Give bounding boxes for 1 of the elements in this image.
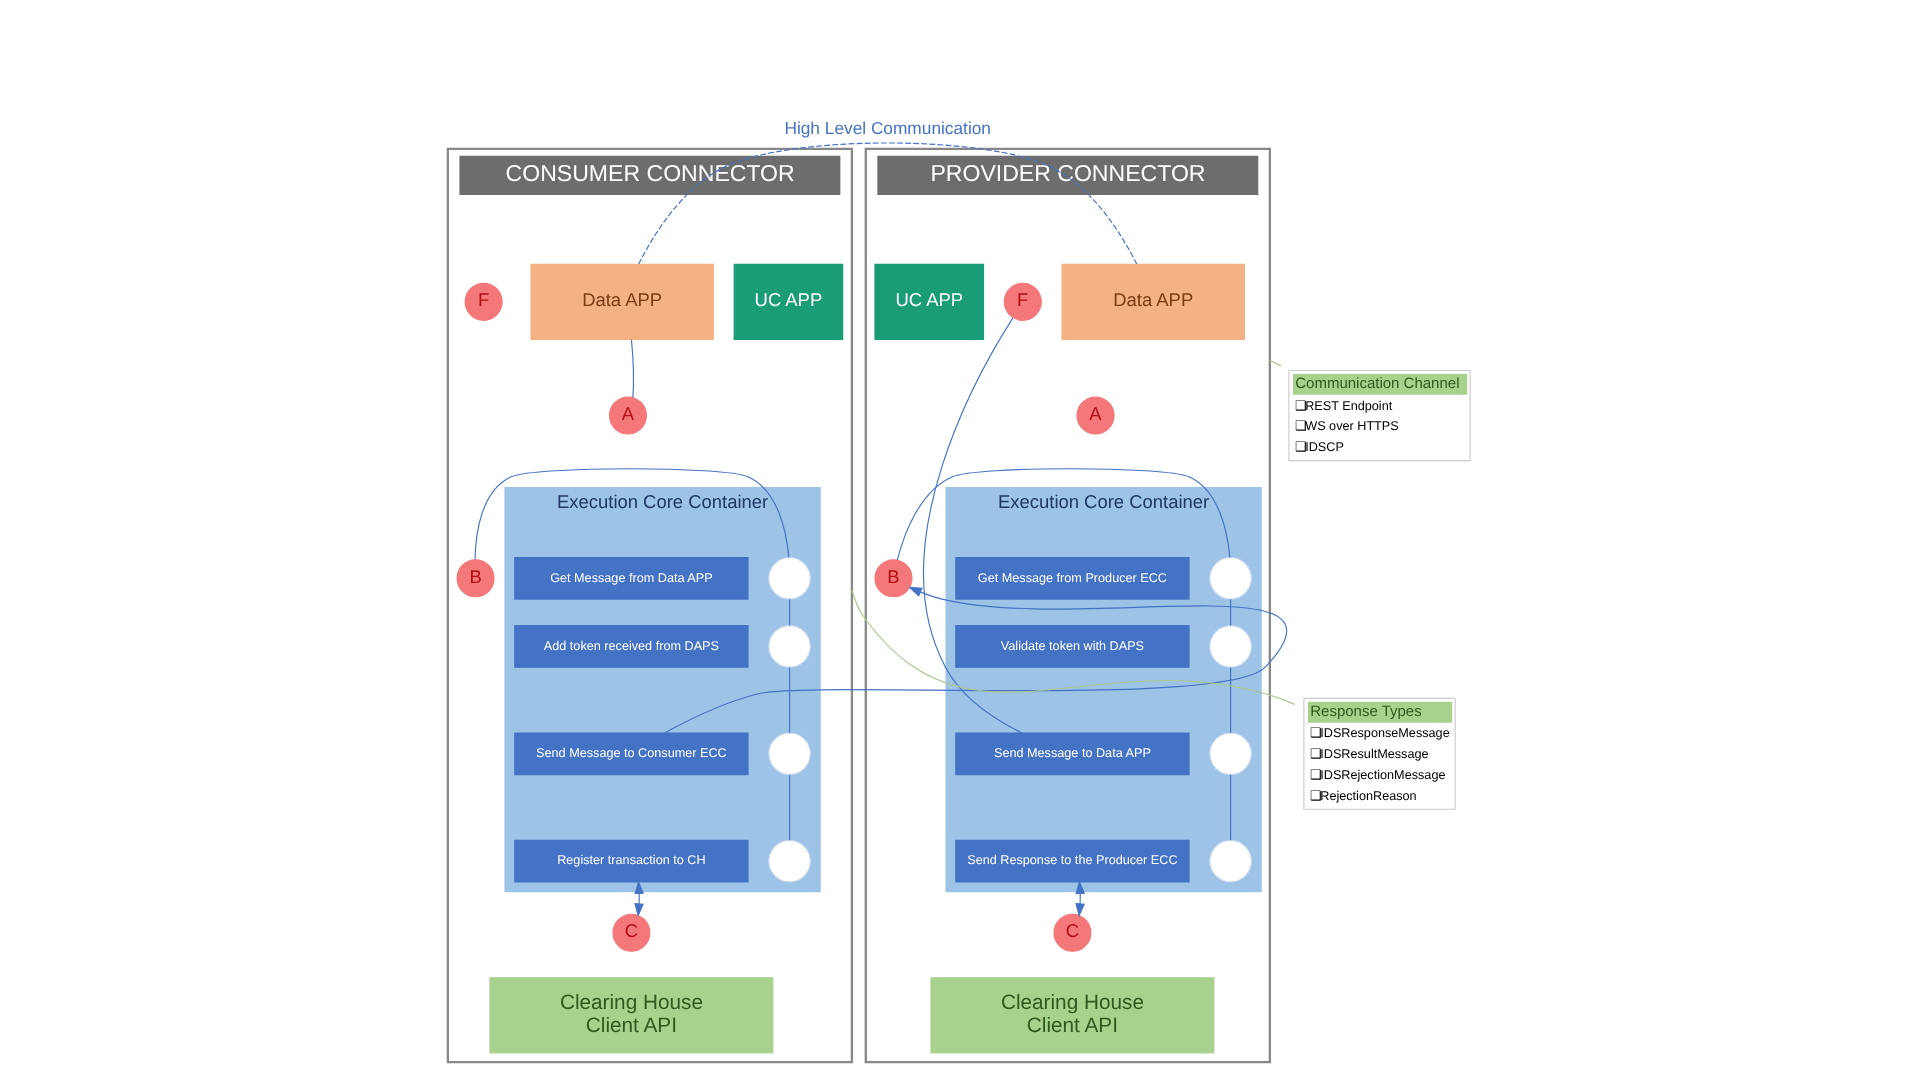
edge-label: High Level Communication xyxy=(783,117,990,138)
